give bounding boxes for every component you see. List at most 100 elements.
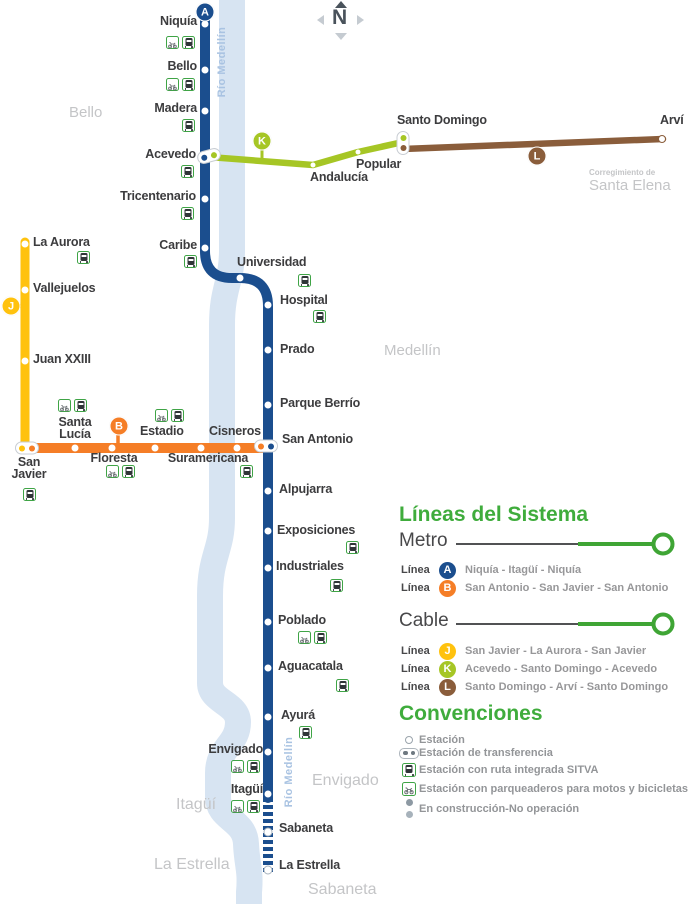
convention-icon-construction: [399, 799, 419, 818]
legend-title: Líneas del Sistema: [399, 503, 589, 526]
transfer-station-pill: [396, 131, 410, 155]
transfer-dot-line-b: [28, 445, 35, 451]
line-a: [200, 8, 273, 803]
station-dot: [233, 444, 241, 452]
legend-line-badge-b: B: [439, 579, 456, 597]
area-label: Medellín: [384, 342, 441, 359]
sitva-route-icon: [247, 760, 260, 773]
sitva-route-icon: [314, 631, 327, 644]
convention-icon-station: [399, 736, 419, 744]
moto-parking-icon: [231, 800, 244, 813]
line-l: [399, 135, 667, 153]
station-label: La Estrella: [279, 858, 341, 872]
transfer-dot-line-j: [19, 445, 26, 451]
station-label: Tricentenario: [120, 189, 196, 203]
station-label: Acevedo: [145, 147, 196, 161]
station-icons: [155, 409, 184, 422]
station-dot: [264, 790, 272, 798]
station-dot: [658, 135, 666, 143]
station-label: Exposiciones: [277, 523, 356, 537]
compass-west-arrow: [317, 15, 324, 25]
station-label: Poblado: [278, 613, 326, 627]
station-label: Bello: [167, 59, 197, 73]
station-dot: [264, 748, 272, 756]
station-icons: [181, 165, 194, 178]
transfer-dot-line-l: [400, 144, 406, 151]
sitva-route-icon: [182, 119, 195, 132]
convention-icon-sitva: [399, 763, 419, 777]
sitva-route-icon: [181, 165, 194, 178]
area-label: Itagüí: [176, 796, 217, 813]
station-dot: [108, 444, 116, 452]
station-label: Santo Domingo: [397, 113, 487, 127]
legend-metro-rule-gray: [456, 543, 582, 545]
convention-label: Estación con parqueaderos para motos y b…: [419, 783, 688, 795]
station-dot: [264, 527, 272, 535]
sitva-route-icon: [182, 78, 195, 91]
station-dot: [201, 195, 209, 203]
station-icons: [166, 78, 195, 91]
station-dot: [21, 286, 29, 294]
station-label: Ayurá: [281, 708, 315, 722]
compass-east-arrow: [357, 15, 364, 25]
station-label: Alpujarra: [279, 482, 333, 496]
station-label: Sabaneta: [279, 821, 333, 835]
line-badge-k: K: [252, 131, 272, 151]
legend-metro-terminus-icon: [651, 532, 675, 556]
sitva-route-icon: [336, 679, 349, 692]
sitva-route-icon: [240, 465, 253, 478]
station-label: Itagüí: [230, 782, 263, 796]
station-icons: [298, 631, 327, 644]
river-label-top: Río Medellín: [216, 26, 228, 98]
station-dot: [151, 444, 159, 452]
station-dot: [201, 66, 209, 74]
sitva-route-icon: [74, 399, 87, 412]
station-icons: [184, 255, 197, 268]
conventions-title: Convenciones: [399, 702, 543, 725]
sitva-route-icon: [330, 579, 343, 592]
station-dot: [264, 713, 272, 721]
legend-route-text: San Antonio - San Javier - San Antonio: [465, 582, 669, 594]
compass-north-arrow: [335, 1, 347, 8]
moto-parking-icon: [402, 782, 416, 796]
sitva-route-icon: [298, 274, 311, 287]
legend-linea-label: Línea: [401, 663, 430, 675]
convention-item: Estación: [399, 734, 465, 746]
sitva-route-icon: [184, 255, 197, 268]
line-badge-b: B: [109, 416, 129, 436]
station-label: Vallejuelos: [33, 281, 96, 295]
legend-linea-label: Línea: [401, 582, 430, 594]
station-label: Floresta: [90, 451, 138, 465]
legend-linea-label: Línea: [401, 645, 430, 657]
station-dot: [21, 357, 29, 365]
station-label: Universidad: [237, 255, 307, 269]
sitva-route-icon: [346, 541, 359, 554]
station-icons: [313, 310, 326, 323]
station-label: Niquía: [160, 14, 197, 28]
station-label: Suramericana: [167, 451, 249, 465]
moto-parking-icon: [106, 465, 119, 478]
river: [197, 0, 263, 904]
legend-line-badge-k: K: [439, 660, 456, 678]
station-icons: [106, 465, 135, 478]
area-label: Bello: [69, 104, 103, 121]
line-badge-l: L: [527, 146, 547, 166]
station-icons: [240, 465, 253, 478]
moto-parking-icon: [298, 631, 311, 644]
sitva-route-icon: [402, 763, 416, 777]
legend-linea-label: Línea: [401, 681, 430, 693]
sitva-route-icon: [181, 207, 194, 220]
area-label: La Estrella: [154, 856, 230, 873]
convention-label: En construcción-No operación: [419, 802, 580, 815]
station-icons: [298, 274, 311, 287]
compass: N: [315, 0, 371, 46]
moto-parking-icon: [166, 36, 179, 49]
legend-line-row: Línea B San Antonio - San Javier - San Ant…: [401, 579, 668, 597]
station-dot: [264, 564, 272, 572]
legend-cable-rule-gray: [456, 623, 582, 625]
legend-cable-rule-green: [578, 622, 656, 626]
